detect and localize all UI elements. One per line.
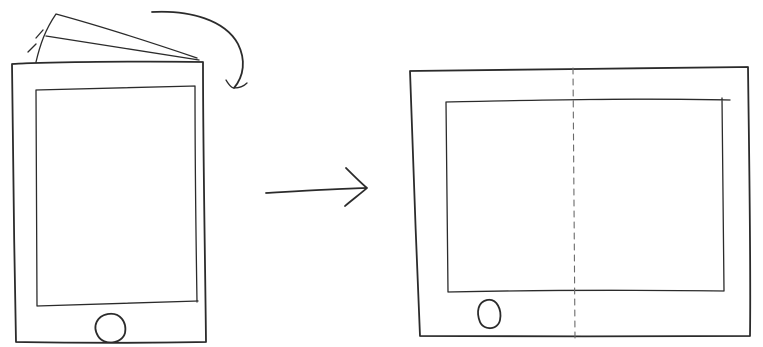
rotation-arrow-icon — [151, 10, 248, 89]
phone-tilted-ghost — [27, 13, 200, 63]
home-button-icon — [94, 312, 127, 344]
home-button-icon — [477, 298, 502, 330]
tablet-screen — [445, 97, 731, 293]
tablet-outline — [409, 66, 752, 338]
arrow-right-icon — [265, 167, 368, 207]
split-divider — [572, 67, 576, 339]
phone-outline — [11, 60, 207, 344]
phone-portrait — [11, 10, 248, 344]
phone-screen — [35, 85, 199, 307]
tablet-landscape — [409, 66, 752, 339]
